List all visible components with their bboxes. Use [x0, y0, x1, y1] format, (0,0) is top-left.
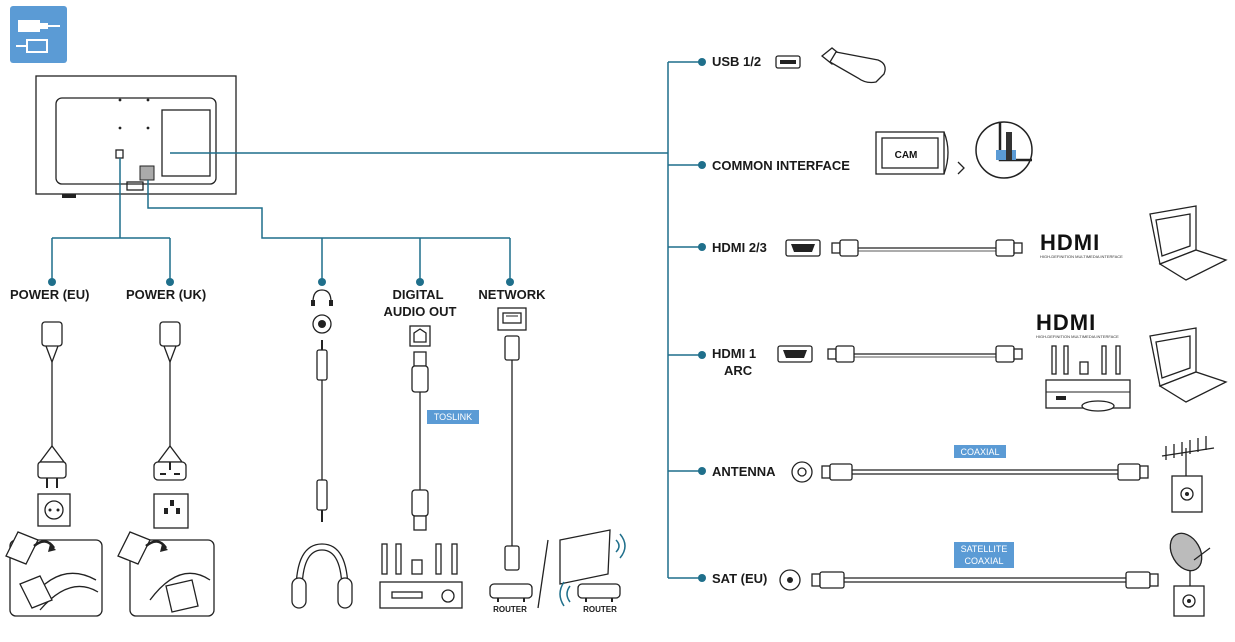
label-usb: USB 1/2	[712, 54, 761, 69]
svg-text:HIGH-DEFINITION MULTIMEDIA INT: HIGH-DEFINITION MULTIMEDIA INTERFACE	[1040, 254, 1123, 259]
terrestrial-antenna-icon	[1161, 436, 1215, 513]
laptop-icon-1	[1149, 205, 1228, 281]
satellite-coaxial-tag: SATELLITE COAXIAL	[954, 542, 1014, 568]
connection-dots	[48, 58, 706, 582]
audio-system-icon	[379, 543, 463, 609]
router-wired-label: ROUTER	[493, 605, 527, 614]
label-hdmi1: HDMI 1	[712, 346, 756, 361]
usb-stick-icon	[820, 47, 886, 84]
hdmi1-port-icon	[777, 345, 813, 363]
label-sat: SAT (EU)	[712, 571, 767, 586]
toslink-tag: TOSLINK	[427, 410, 479, 424]
coaxial-tag: COAXIAL	[954, 445, 1006, 458]
connections-icon	[10, 6, 67, 63]
satellite-dish-icon	[1169, 532, 1211, 617]
label-digital-audio-out-2: AUDIO OUT	[384, 304, 457, 319]
hdmi1-cable-icon	[827, 345, 1023, 363]
svg-text:SATELLITE: SATELLITE	[961, 544, 1008, 554]
router-wired-icon: ROUTER	[489, 583, 533, 614]
headphone-cable-icon	[316, 340, 328, 522]
label-antenna: ANTENNA	[712, 464, 776, 479]
label-hdmi1-arc: ARC	[724, 363, 753, 378]
label-digital-audio-out-1: DIGITAL	[392, 287, 443, 302]
satellite-cable-icon	[811, 571, 1159, 589]
cam-slot-zoom-icon	[975, 121, 1033, 179]
optical-port-icon	[409, 325, 431, 347]
divider	[537, 539, 549, 609]
power-eu-plugging-illustration	[5, 531, 103, 617]
router-wireless-label: ROUTER	[583, 605, 617, 614]
hdmi23-port-icon	[785, 239, 821, 257]
power-uk-cable-icon	[153, 321, 189, 529]
svg-text:COAXIAL: COAXIAL	[960, 447, 999, 457]
usb-port-icon	[775, 55, 801, 69]
svg-text:HDMI: HDMI	[1036, 310, 1096, 335]
home-theater-icon	[1045, 345, 1131, 412]
svg-text:HDMI: HDMI	[1040, 230, 1100, 255]
laptop-icon-2	[1149, 327, 1228, 403]
power-uk-plugging-illustration	[117, 531, 215, 617]
ethernet-port-icon	[497, 307, 527, 331]
connection-lines	[51, 61, 702, 579]
svg-text:TOSLINK: TOSLINK	[434, 412, 472, 422]
router-wireless-icon: ROUTER	[559, 581, 621, 614]
hdmi-logo-1: HDMI HIGH-DEFINITION MULTIMEDIA INTERFAC…	[1040, 230, 1123, 259]
label-hdmi23: HDMI 2/3	[712, 240, 767, 255]
coaxial-cable-icon	[821, 463, 1149, 481]
svg-text:HIGH-DEFINITION MULTIMEDIA INT: HIGH-DEFINITION MULTIMEDIA INTERFACE	[1036, 334, 1119, 339]
cam-module-icon: CAM	[875, 131, 965, 175]
power-eu-cable-icon	[37, 321, 71, 527]
headphone-jack-icon	[311, 289, 333, 334]
sat-port-icon	[779, 569, 801, 591]
wireless-tv-icon	[559, 529, 626, 585]
label-network: NETWORK	[478, 287, 546, 302]
headphones-icon	[291, 543, 353, 609]
label-power-eu: POWER (EU)	[10, 287, 89, 302]
label-power-uk: POWER (UK)	[126, 287, 206, 302]
hdmi23-cable-icon	[831, 239, 1023, 257]
svg-text:COAXIAL: COAXIAL	[964, 556, 1003, 566]
label-common-interface: COMMON INTERFACE	[712, 158, 850, 173]
tv-back-panel	[35, 75, 237, 198]
toslink-cable-icon	[411, 351, 429, 531]
hdmi-logo-2: HDMI HIGH-DEFINITION MULTIMEDIA INTERFAC…	[1036, 310, 1119, 339]
network-cable-icon	[504, 335, 520, 571]
cam-label: CAM	[895, 150, 918, 161]
antenna-port-icon	[791, 461, 813, 483]
